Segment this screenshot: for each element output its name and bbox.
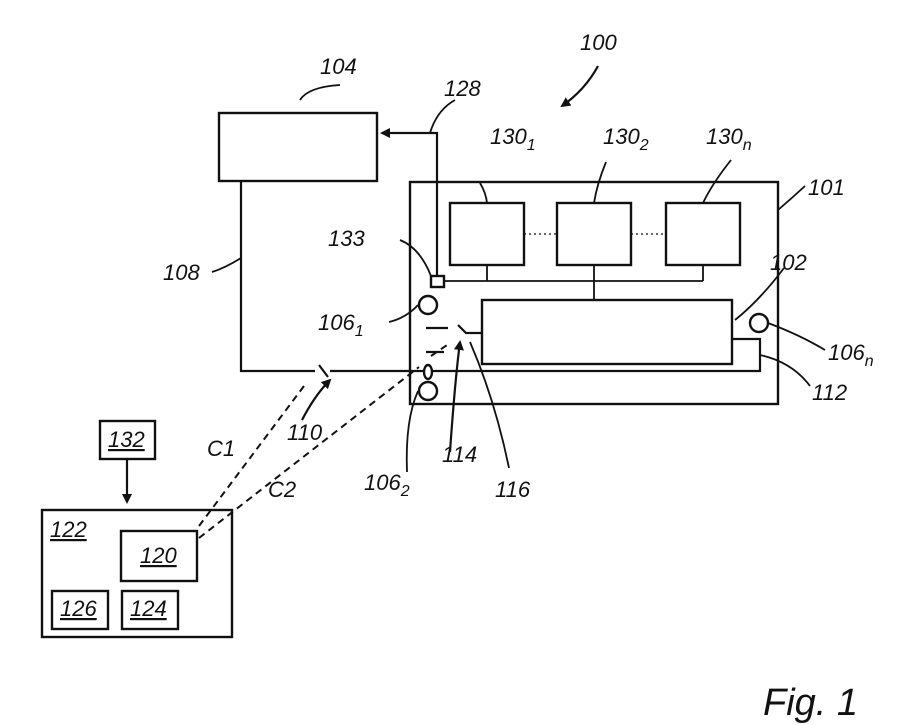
label-101: 101 <box>808 175 845 200</box>
label-122: 122 <box>50 517 87 542</box>
label-106-2: 1062 <box>364 470 410 500</box>
unit-box-130-n <box>666 203 740 265</box>
unit-box-130-1 <box>450 203 524 265</box>
label-110: 110 <box>287 420 323 445</box>
valve-114 <box>424 365 432 379</box>
label-130-2: 1302 <box>603 124 649 154</box>
label-126: 126 <box>60 596 97 621</box>
port-106-n <box>750 314 768 332</box>
label-102: 102 <box>770 250 807 275</box>
leader-128 <box>430 100 455 133</box>
engine-box-102 <box>482 300 732 364</box>
controller-box-104 <box>219 113 377 181</box>
label-104: 104 <box>320 54 357 79</box>
label-106-1: 1061 <box>318 310 364 340</box>
port-106-2 <box>419 382 437 400</box>
label-114: 114 <box>442 442 477 467</box>
leader-104 <box>300 85 340 100</box>
label-108: 108 <box>163 260 200 285</box>
label-128: 128 <box>444 76 481 101</box>
label-116: 116 <box>495 477 531 502</box>
label-c2: C2 <box>268 477 296 502</box>
sensor-133 <box>431 276 444 287</box>
label-100: 100 <box>580 30 617 55</box>
label-132: 132 <box>108 427 145 452</box>
arrow-100 <box>562 66 598 106</box>
label-130-n: 130n <box>706 124 752 154</box>
arrow-110 <box>302 380 330 420</box>
label-106-n: 106n <box>828 340 874 370</box>
label-c1: C1 <box>207 436 235 461</box>
unit-box-130-2 <box>557 203 631 265</box>
line-108 <box>241 181 412 371</box>
valve-110 <box>319 365 328 377</box>
label-124: 124 <box>130 596 167 621</box>
leader-101 <box>778 186 805 210</box>
label-133: 133 <box>328 226 365 251</box>
port-106-1 <box>419 296 437 314</box>
label-130-1: 1301 <box>490 124 536 154</box>
leader-108 <box>212 258 241 272</box>
label-120: 120 <box>140 543 177 568</box>
figure-label: Fig. 1 <box>763 682 858 724</box>
label-112: 112 <box>812 380 847 405</box>
